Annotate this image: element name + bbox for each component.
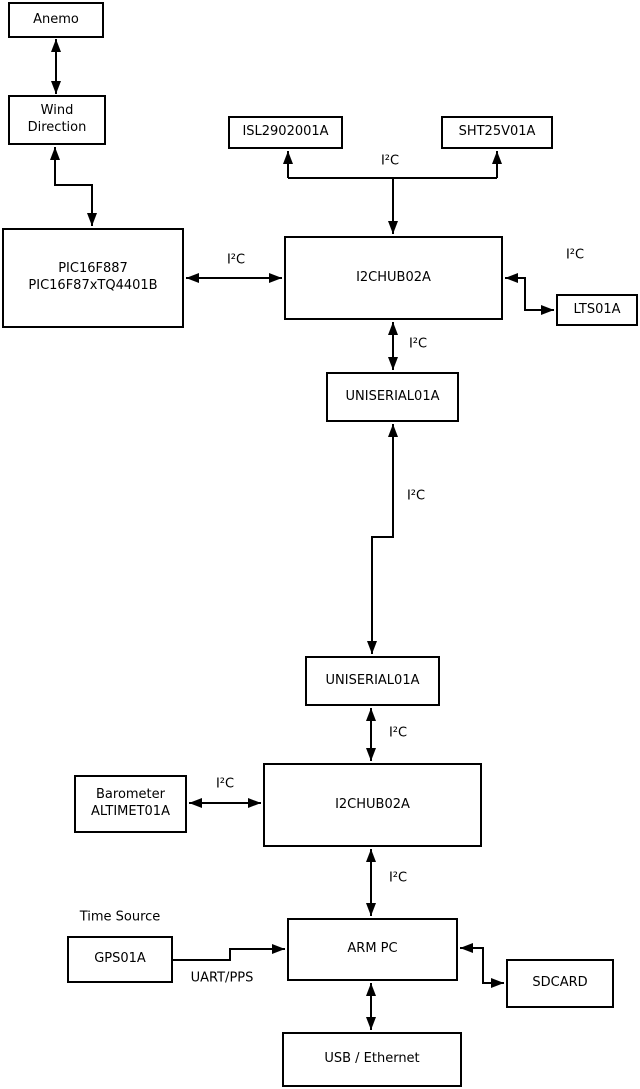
node-wind-direction-label: Wind Direction [27, 103, 87, 135]
node-isl2902001a-label: ISL2902001A [242, 124, 329, 140]
edge-label-i2c-uniserial-hub2: I²C [387, 725, 409, 741]
edge-label-i2c-barometer: I²C [214, 776, 236, 792]
node-lts01a: LTS01A [556, 294, 638, 326]
node-sht25v01a-label: SHT25V01A [458, 124, 536, 140]
node-i2chub02a-top-label: I2CHUB02A [356, 269, 431, 285]
node-pic: PIC16F887 PIC16F87xTQ4401B [2, 228, 184, 328]
edge-label-i2c-hub1-left: I²C [225, 252, 247, 268]
node-anemo-label: Anemo [33, 11, 79, 27]
node-lts01a-label: LTS01A [573, 301, 621, 317]
edge-label-i2c-hub1-uniserial: I²C [407, 336, 429, 352]
node-i2chub02a-top: I2CHUB02A [284, 236, 503, 320]
node-anemo: Anemo [8, 2, 104, 38]
node-pic-label: PIC16F887 PIC16F87xTQ4401B [28, 261, 158, 293]
node-uniserial01a-bottom: UNISERIAL01A [305, 656, 440, 706]
node-gps01a: GPS01A [67, 936, 173, 983]
node-uniserial01a-top: UNISERIAL01A [326, 372, 459, 422]
node-sdcard: SDCARD [506, 959, 614, 1008]
node-arm-pc: ARM PC [287, 918, 458, 981]
edge-label-i2c-hub2-armpc: I²C [387, 870, 409, 886]
node-usb-ethernet-label: USB / Ethernet [324, 1051, 420, 1067]
edge-gps-armpc [173, 944, 285, 961]
edge-i2chub1-lts [505, 273, 554, 315]
node-uniserial01a-top-label: UNISERIAL01A [345, 388, 440, 404]
edge-label-i2c-top-branch: I²C [379, 153, 401, 169]
node-uniserial01a-bottom-label: UNISERIAL01A [325, 672, 420, 688]
edge-label-i2c-hub1-right: I²C [564, 247, 586, 263]
edge-armpc-sdcard [460, 943, 504, 988]
edge-uniserial1-uniserial2 [367, 424, 398, 654]
node-isl2902001a: ISL2902001A [228, 116, 343, 149]
node-barometer: Barometer ALTIMET01A [74, 775, 187, 833]
node-usb-ethernet: USB / Ethernet [282, 1032, 462, 1087]
node-arm-pc-label: ARM PC [347, 941, 398, 957]
node-barometer-label: Barometer ALTIMET01A [91, 787, 170, 819]
node-gps01a-label: GPS01A [94, 951, 146, 967]
node-sht25v01a: SHT25V01A [441, 116, 553, 149]
node-sdcard-label: SDCARD [532, 975, 588, 991]
edge-winddirection-pic [50, 147, 97, 226]
edge-label-i2c-long-link: I²C [405, 488, 427, 504]
node-wind-direction: Wind Direction [8, 95, 106, 145]
node-i2chub02a-bottom-label: I2CHUB02A [335, 796, 410, 812]
edge-label-uart-pps: UART/PPS [189, 970, 255, 986]
node-i2chub02a-bottom: I2CHUB02A [263, 763, 482, 847]
label-time-source: Time Source [78, 909, 162, 925]
